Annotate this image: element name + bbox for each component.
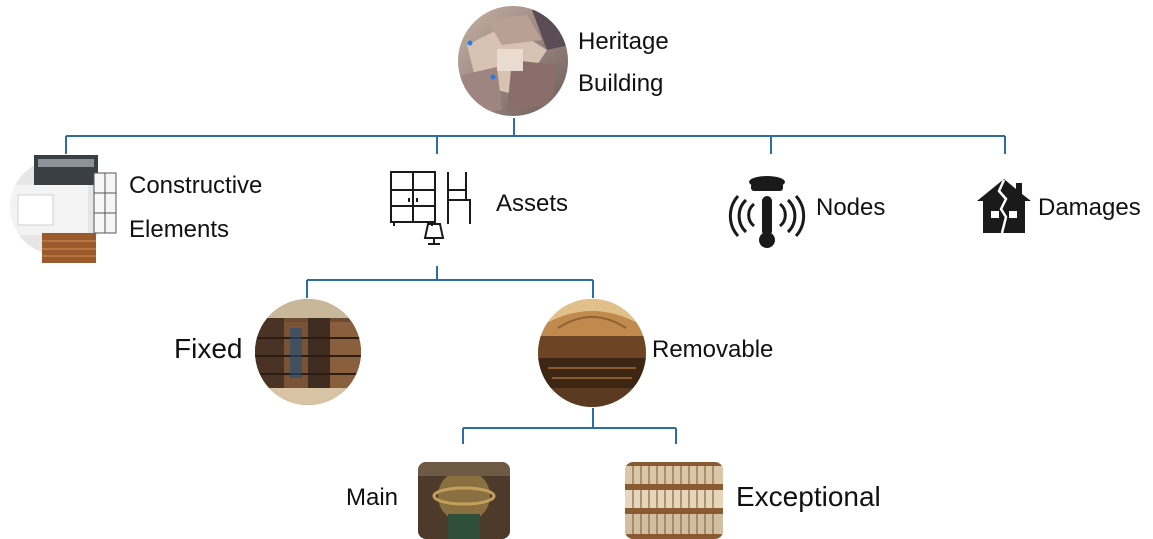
heritage-building-label-line2: Building: [578, 70, 664, 97]
exceptional-label: Exceptional: [736, 481, 881, 512]
fixed-assets-image: [255, 299, 361, 405]
heritage-building-image: [458, 6, 568, 116]
fixed-label: Fixed: [174, 333, 243, 364]
exceptional-assets-image: [625, 462, 723, 539]
removable-label: Removable: [652, 336, 774, 363]
nodes-label: Nodes: [816, 194, 886, 221]
constructive-elements-label-line1: Constructive: [129, 172, 263, 199]
furniture-icon: [390, 171, 471, 245]
constructive-elements-label-line2: Elements: [129, 216, 230, 243]
constructive-elements-image: [10, 155, 117, 263]
sensor-node-icon: [728, 176, 806, 248]
main-label: Main: [346, 484, 399, 511]
cracked-house-icon: [977, 179, 1031, 234]
lamp-shape: [423, 223, 445, 239]
chair-shape: [447, 172, 471, 224]
assets-label: Assets: [496, 190, 569, 217]
damages-label: Damages: [1038, 194, 1141, 221]
heritage-building-label-line1: Heritage: [578, 28, 669, 55]
removable-assets-image: [538, 299, 646, 407]
main-assets-image: [418, 462, 510, 539]
